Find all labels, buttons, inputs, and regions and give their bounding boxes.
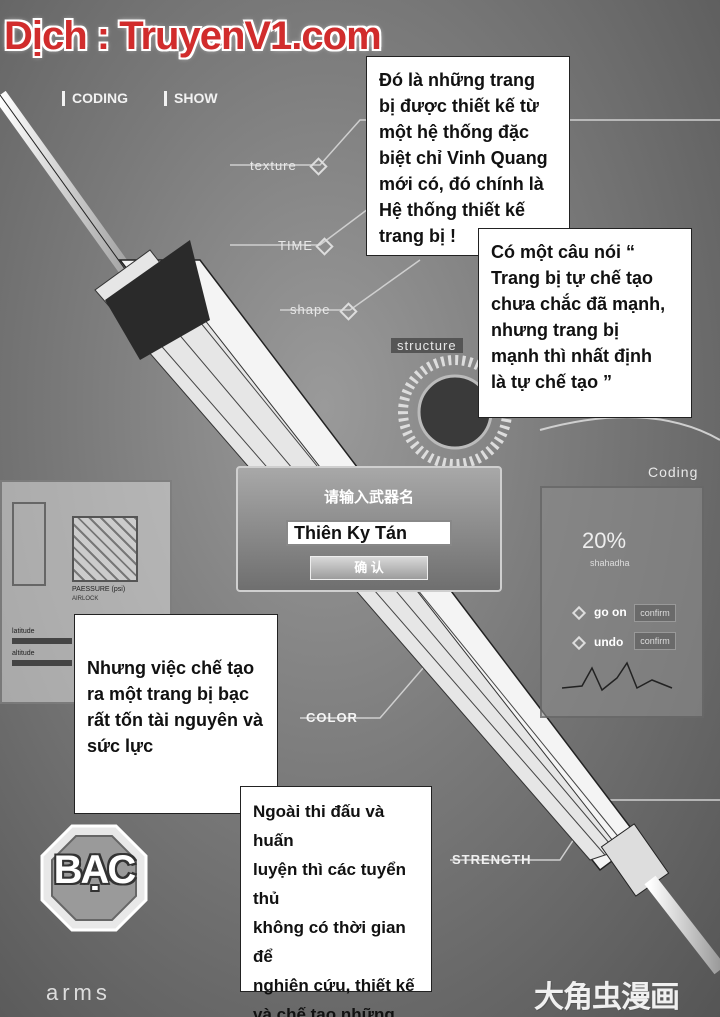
dialog-title: 请输入武器名 — [323, 489, 414, 506]
pressure-label: PAESSURE (psi) — [72, 586, 126, 593]
menu-coding[interactable]: CODING — [72, 90, 128, 106]
label-coding: Coding — [648, 464, 699, 480]
label-structure: structure — [391, 338, 463, 353]
translator-credit: Dịch : TruyenV1.com — [4, 14, 382, 58]
label-strength: STRENGTH — [452, 852, 532, 867]
label-shape: shape — [290, 302, 331, 317]
waveform-graph — [562, 661, 673, 692]
pressure-sub: AIRLOCK — [72, 596, 99, 602]
option-diamond-icon — [571, 605, 587, 621]
narration-box-4: Ngoài thi đấu và huấn luyện thì các tuyể… — [240, 786, 432, 1017]
narration-box-1: Đó là những trang bị được thiết kế từ mộ… — [366, 56, 570, 256]
confirm-go-on-button[interactable]: confirm — [634, 604, 676, 622]
spring-icon — [12, 502, 46, 586]
label-color: COLOR — [306, 710, 358, 725]
texture-swatch — [72, 516, 138, 582]
altitude-bar — [12, 660, 72, 666]
latitude-bar — [12, 638, 72, 644]
option-diamond-icon — [571, 635, 587, 651]
confirm-undo-button[interactable]: confirm — [634, 632, 676, 650]
menu-separator — [62, 91, 65, 106]
altitude-label: altitude — [12, 650, 35, 657]
label-arms: arms — [46, 980, 111, 1005]
narration-box-3: Nhưng việc chế tạo ra một trang bị bạc r… — [74, 614, 278, 814]
weapon-name-input[interactable]: Thiên Ky Tán — [286, 520, 452, 546]
octagon-badge-icon — [40, 824, 148, 932]
option-undo[interactable]: undo — [594, 635, 624, 649]
menu-show[interactable]: SHOW — [174, 90, 218, 106]
dialog-confirm-button[interactable]: 确 认 — [310, 556, 428, 580]
narration-box-2: Có một câu nói “ Trang bị tự chế tạo chư… — [478, 228, 692, 418]
label-time: TIME — [278, 238, 314, 253]
label-texture: texture — [250, 158, 297, 173]
publisher-watermark: 大角虫漫画 — [534, 981, 680, 1014]
option-go-on[interactable]: go on — [594, 605, 627, 619]
menu-separator — [164, 91, 167, 106]
weapon-name-dialog: 请输入武器名 Thiên Ky Tán 确 认 — [236, 466, 502, 592]
percent-readout: 20% — [582, 528, 627, 553]
percent-sub: shahadha — [590, 558, 630, 568]
latitude-label: latitude — [12, 628, 35, 635]
badge-label: BẠC — [53, 848, 137, 892]
coding-panel: 20% shahadha go on confirm undo confirm — [540, 486, 704, 718]
